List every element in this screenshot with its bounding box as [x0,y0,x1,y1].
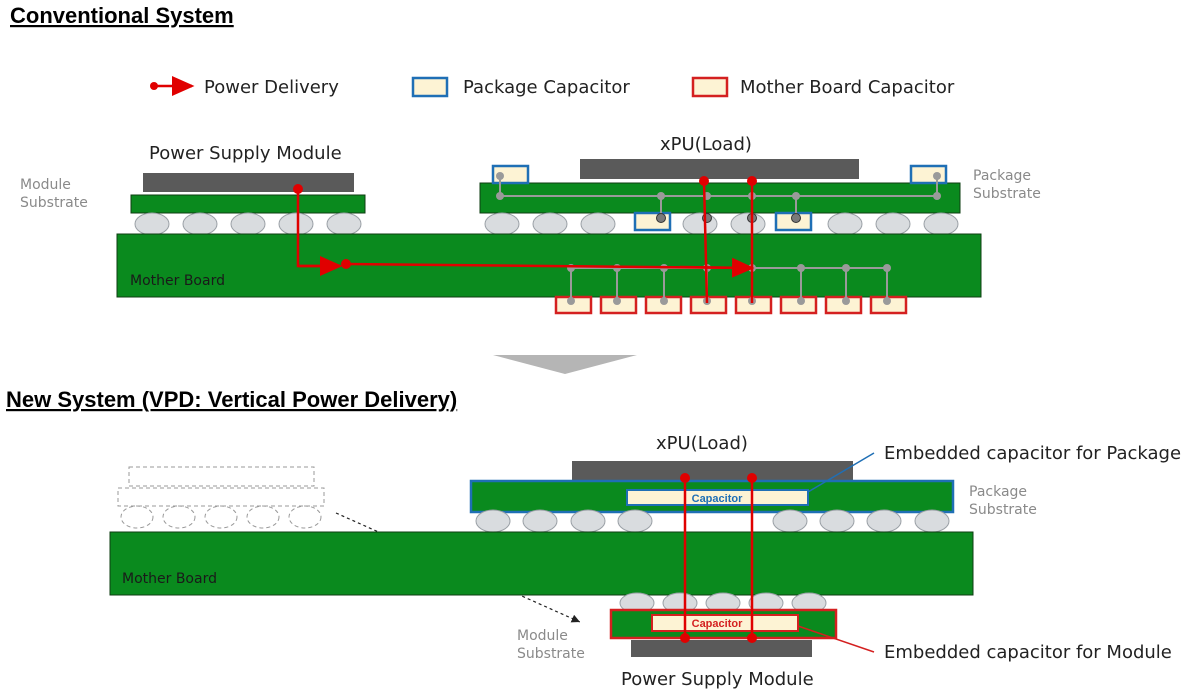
package-callout-line [807,452,875,493]
vertical-power-nodes [680,473,757,643]
legend: Power Delivery Package Capacitor Mother … [150,76,955,98]
new-package-substrate-label-1: Package [969,484,1027,500]
mother-board-label: Mother Board [130,273,225,289]
embedded-package-capacitor [626,489,809,506]
conventional-title: Conventional System [10,3,234,28]
embedded-module-capacitor-label: Capacitor [692,618,743,630]
mother-board-capacitors [554,295,908,315]
new-xpu-chip [572,461,853,481]
transition-arrow-icon [493,355,637,374]
new-power-supply-module-label: Power Supply Module [621,669,814,690]
legend-power-delivery: Power Delivery [204,77,339,98]
package-solder-balls [484,212,959,236]
mother-board-capacitor-icon [691,76,729,98]
new-mother-board-label: Mother Board [122,571,217,587]
removed-module-outline [117,466,325,529]
package-capacitors [491,164,948,232]
module-solder-balls [134,212,362,236]
new-module-substrate-label-1: Module [517,628,568,644]
xpu-chip [580,159,859,179]
embedded-cap-module-label: Embedded capacitor for Module [884,642,1172,663]
embedded-cap-package-label: Embedded capacitor for Package [884,443,1181,464]
vertical-power-paths [683,478,754,638]
power-delivery-nodes [293,176,757,269]
package-capacitor-icon [411,76,449,98]
package-substrate-label-1: Package [973,168,1031,184]
new-system-title: New System (VPD: Vertical Power Delivery… [6,387,457,412]
power-supply-module-chip [143,173,354,192]
new-package-substrate-label-2: Substrate [969,502,1037,518]
legend-package-capacitor: Package Capacitor [463,77,630,98]
package-substrate [479,182,961,214]
new-xpu-label: xPU(Load) [656,433,748,454]
power-supply-module-label: Power Supply Module [149,143,342,164]
legend-mother-board-capacitor: Mother Board Capacitor [740,77,955,98]
embedded-module-capacitor [651,614,799,632]
module-substrate-label-1: Module [20,177,71,193]
module-substrate [130,194,366,214]
embedded-package-capacitor-label: Capacitor [692,493,743,505]
module-callout-line [797,625,875,653]
xpu-label: xPU(Load) [660,134,752,155]
module-substrate-label-2: Substrate [20,195,88,211]
new-package-solder-balls [475,509,950,533]
package-substrate-label-2: Substrate [973,186,1041,202]
new-mother-board [109,531,974,596]
new-module-substrate-label-2: Substrate [517,646,585,662]
new-power-supply-chip [631,640,812,657]
